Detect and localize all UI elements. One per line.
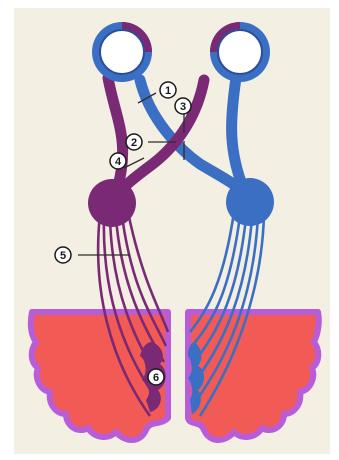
right-eye — [210, 22, 270, 82]
left-lateral-geniculate-body — [88, 179, 136, 227]
marker-2: 2 — [126, 134, 142, 150]
marker-5: 5 — [55, 247, 71, 263]
marker-4-label: 4 — [115, 156, 122, 168]
marker-5-label: 5 — [60, 250, 66, 262]
marker-3: 3 — [175, 98, 191, 114]
right-lateral-geniculate-body — [226, 178, 274, 226]
left-eye — [92, 22, 152, 82]
marker-6: 6 — [148, 369, 164, 385]
marker-6-label: 6 — [153, 372, 159, 384]
marker-3-label: 3 — [180, 101, 186, 113]
marker-1: 1 — [160, 82, 176, 98]
marker-2-label: 2 — [131, 137, 137, 149]
marker-1-label: 1 — [165, 85, 171, 97]
marker-4: 4 — [110, 153, 126, 169]
